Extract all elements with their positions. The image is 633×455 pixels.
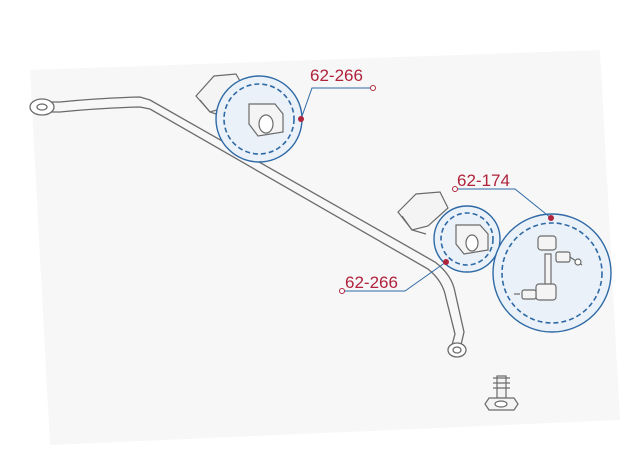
callout-end-link-label: 62-174: [457, 171, 510, 190]
leader-open-dots: [339, 85, 458, 294]
leader-lower: [343, 261, 447, 292]
callout-lower-bushing-label: 62-266: [345, 273, 398, 292]
leader-dots: [298, 116, 554, 265]
lower-bushing-ring: [433, 205, 501, 273]
leader-end-link: [456, 188, 552, 219]
leader-upper: [300, 87, 372, 120]
end-link-ring: [492, 213, 612, 333]
callout-upper-bushing-label: 62-266: [310, 66, 363, 85]
lower-bushing: [455, 224, 489, 255]
lower-bracket: [397, 191, 449, 235]
upper-bushing: [248, 103, 284, 137]
end-link: [514, 235, 583, 301]
upper-bushing-ring: [215, 75, 303, 163]
background-panel: [30, 50, 620, 445]
bolt: [484, 375, 519, 411]
stabilizer-bar: [29, 96, 467, 358]
leader-lines: [300, 87, 552, 292]
